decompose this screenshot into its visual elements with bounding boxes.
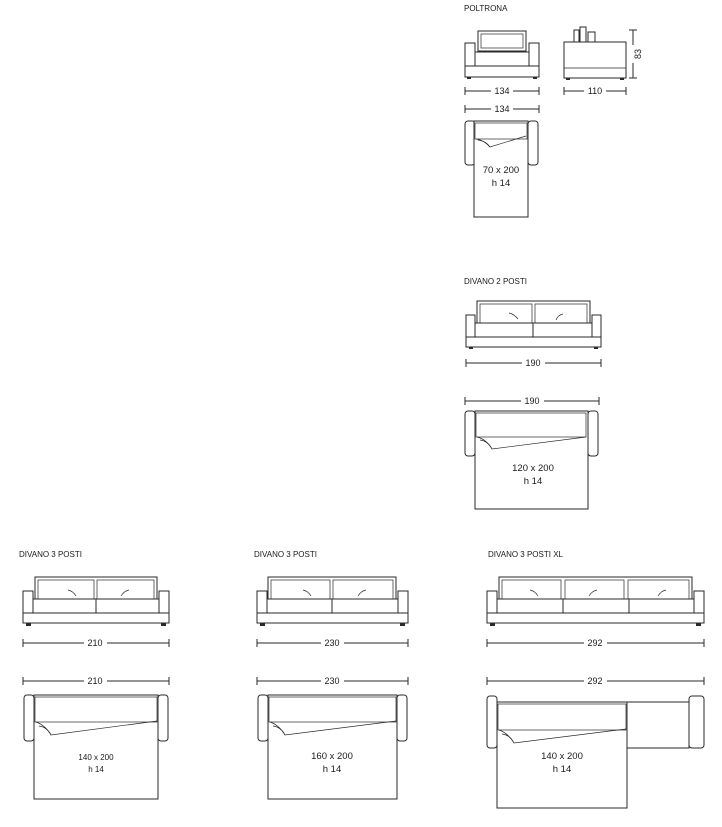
poltrona-title: POLTRONA xyxy=(464,4,508,13)
divano3b-bed-width-label: 230 xyxy=(324,676,339,686)
divano3xl-title: DIVANO 3 POSTI XL xyxy=(488,550,564,559)
poltrona-bed-view: 70 x 200 h 14 xyxy=(464,120,539,218)
divano3xl-bed-view: 140 x 200 h 14 xyxy=(486,695,705,809)
poltrona-bed-dimension: 134 xyxy=(464,104,540,114)
divano2-front-dimension: 190 xyxy=(465,358,602,368)
poltrona-bed-height-label: h 14 xyxy=(492,178,511,189)
divano3xl-front-dimension: 292 xyxy=(486,638,705,648)
divano3b-group: DIVANO 3 POSTI 230 23 xyxy=(254,550,409,800)
divano3a-front-width-label: 210 xyxy=(87,638,102,648)
divano2-title: DIVANO 2 POSTI xyxy=(464,277,527,286)
divano3xl-front-width-label: 292 xyxy=(587,638,602,648)
divano3b-bed-height-label: h 14 xyxy=(323,764,342,775)
divano3xl-front-view xyxy=(486,576,705,626)
poltrona-front-width-label: 134 xyxy=(494,86,509,96)
poltrona-side-dimension: 110 xyxy=(563,86,627,96)
divano3a-bed-size-label: 140 x 200 xyxy=(78,753,114,762)
divano2-front-width-label: 190 xyxy=(525,358,540,368)
poltrona-height-label: 83 xyxy=(633,49,643,59)
divano3a-bed-dimension: 210 xyxy=(22,676,170,686)
divano3xl-bed-dimension: 292 xyxy=(486,676,705,686)
divano2-bed-view: 120 x 200 h 14 xyxy=(464,410,599,510)
poltrona-bed-size-label: 70 x 200 xyxy=(483,165,519,176)
divano3a-bed-height-label: h 14 xyxy=(88,765,104,774)
divano3b-bed-view: 160 x 200 h 14 xyxy=(257,694,408,800)
divano3xl-bed-height-label: h 14 xyxy=(553,764,572,775)
divano3xl-bed-size-label: 140 x 200 xyxy=(541,751,583,762)
divano2-bed-size-label: 120 x 200 xyxy=(512,463,554,474)
divano3a-title: DIVANO 3 POSTI xyxy=(19,550,82,559)
divano3b-bed-dimension: 230 xyxy=(256,676,409,686)
divano2-bed-width-label: 190 xyxy=(524,396,539,406)
poltrona-bed-width-label: 134 xyxy=(494,104,509,114)
poltrona-side-view xyxy=(563,26,627,80)
divano2-group: DIVANO 2 POSTI 190 19 xyxy=(464,277,602,510)
poltrona-group: POLTRONA 134 xyxy=(464,4,643,218)
poltrona-front-dimension: 134 xyxy=(464,86,540,96)
divano3a-group: DIVANO 3 POSTI 210 21 xyxy=(19,550,170,800)
poltrona-height-dimension: 83 xyxy=(627,29,643,79)
divano3b-front-view xyxy=(256,576,409,626)
divano3b-bed-size-label: 160 x 200 xyxy=(311,751,353,762)
divano2-front-view xyxy=(465,300,602,349)
divano3a-front-view xyxy=(22,576,170,626)
divano2-bed-dimension: 190 xyxy=(464,396,600,406)
divano3b-front-dimension: 230 xyxy=(256,638,409,648)
divano3b-front-width-label: 230 xyxy=(324,638,339,648)
poltrona-side-depth-label: 110 xyxy=(588,86,602,96)
divano3a-bed-width-label: 210 xyxy=(87,676,102,686)
divano3a-front-dimension: 210 xyxy=(22,638,170,648)
divano3xl-bed-width-label: 292 xyxy=(587,676,602,686)
divano3a-bed-view: 140 x 200 h 14 xyxy=(23,694,169,800)
divano3b-title: DIVANO 3 POSTI xyxy=(254,550,317,559)
divano2-bed-height-label: h 14 xyxy=(524,476,543,487)
poltrona-front-view xyxy=(464,30,540,79)
divano3xl-group: DIVANO 3 POSTI XL 292 xyxy=(486,550,705,809)
